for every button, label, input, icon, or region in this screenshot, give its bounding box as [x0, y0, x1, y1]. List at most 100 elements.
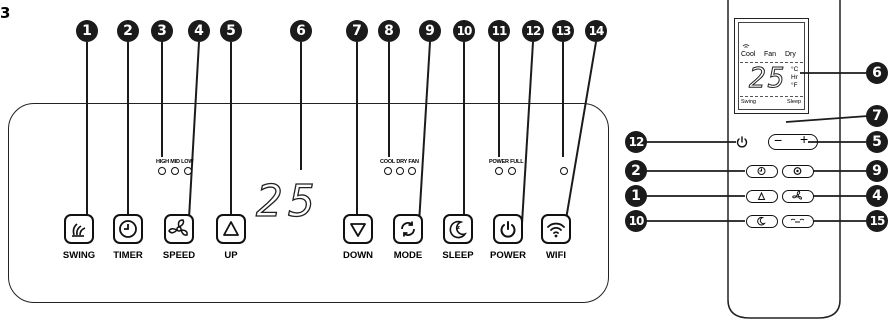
wifi-icon [547, 222, 565, 238]
lcd-divider-bottom [740, 96, 803, 97]
remote-wifi-pair-button[interactable] [782, 215, 814, 228]
callout-5: 5 [220, 20, 242, 42]
fan-icon [168, 219, 188, 236]
callout-3: 3 [151, 20, 173, 42]
wifi-led [560, 167, 568, 175]
callout-14: 14 [585, 20, 607, 42]
wifi-label: WIFI [545, 250, 567, 261]
wifi-button[interactable] [541, 214, 571, 244]
remote-temp-rocker[interactable] [768, 134, 818, 150]
mode-led-label: COOL DRY FAN [380, 159, 419, 165]
callout-2: 2 [117, 20, 139, 42]
remote-callout-9: 9 [866, 160, 888, 182]
speed-button[interactable] [164, 214, 194, 244]
remote-callout-4: 4 [866, 185, 888, 207]
callout-8: 8 [378, 20, 400, 42]
remote-callout-6: 6 [866, 62, 888, 84]
power-icon [736, 136, 748, 148]
remote-callout-7: 7 [866, 105, 888, 127]
lcd-unit-f: °F [791, 82, 798, 89]
callout-4: 4 [188, 20, 210, 42]
lcd-sleep: Sleep [787, 99, 802, 105]
power-label: POWER [490, 250, 526, 261]
lcd-unit-hr: Hr [791, 74, 798, 81]
remote-plus-button[interactable]: + [800, 131, 809, 147]
swing-icon [757, 191, 766, 200]
swing-button[interactable] [64, 214, 94, 244]
speed-led-label: HIGH MID LOW [156, 159, 194, 165]
remote-callout-12: 12 [625, 131, 647, 153]
sleep-label: SLEEP [442, 250, 474, 261]
swing-icon [72, 223, 86, 237]
remote-lcd-inner [738, 22, 805, 110]
remote-callout-10: 10 [625, 210, 647, 232]
callout-1: 1 [76, 20, 98, 42]
lcd-wifi-icon [742, 44, 750, 48]
timer-label: TIMER [113, 250, 143, 261]
callout-7: 7 [346, 20, 368, 42]
remote-sleep-button[interactable] [746, 215, 778, 228]
down-label: DOWN [342, 250, 374, 261]
callout-13: 13 [552, 20, 574, 42]
timer-button[interactable] [113, 214, 143, 244]
swing-label: SWING [62, 250, 96, 261]
panel-seven-segment-display: 25 [255, 176, 321, 227]
lcd-unit-c: °C [791, 66, 799, 73]
power-led-power [495, 167, 503, 175]
mode-cycle-icon [793, 167, 802, 175]
triangle-up-icon [223, 221, 239, 236]
remote-callout-2: 2 [625, 160, 647, 182]
callout-9: 9 [419, 20, 441, 42]
power-led-full [508, 167, 516, 175]
moon-icon: z [449, 220, 467, 239]
lcd-swing: Swing [741, 99, 756, 105]
remote-minus-button[interactable]: − [774, 132, 783, 148]
svg-text:z: z [457, 225, 460, 231]
triangle-down-icon [350, 223, 366, 237]
panel-pointer-lines [86, 41, 597, 244]
remote-mode-button[interactable] [782, 165, 814, 178]
up-label: UP [224, 250, 238, 261]
wifi-pair-icon [790, 218, 805, 223]
lcd-divider-top [740, 62, 803, 63]
remote-callout-5: 5 [866, 131, 888, 153]
lcd-value: 25 [749, 61, 787, 94]
mode-led-cool [384, 167, 392, 175]
power-button[interactable] [493, 214, 523, 244]
power-led-label: POWER FULL [489, 159, 524, 165]
mode-led-fan [408, 167, 416, 175]
callout-12: 12 [522, 20, 544, 42]
speed-label: SPEED [162, 250, 196, 261]
mode-label: MODE [393, 250, 423, 261]
speed-led-high [158, 167, 166, 175]
mode-led-dry [396, 167, 404, 175]
speed-led-low [184, 167, 192, 175]
sleep-button[interactable]: z [443, 214, 473, 244]
timer-icon [119, 220, 137, 238]
remote-outline [727, 0, 841, 319]
remote-callout-1: 1 [625, 185, 647, 207]
remote-power-button[interactable] [734, 134, 750, 150]
speed-led-mid [171, 167, 179, 175]
moon-icon [757, 216, 766, 226]
figure-label: 3 [0, 4, 11, 22]
power-icon [500, 221, 516, 238]
down-button[interactable] [343, 214, 373, 244]
callout-6: 6 [290, 20, 312, 42]
callout-11: 11 [488, 20, 510, 42]
lcd-mode-fan: Fan [764, 51, 777, 58]
up-button[interactable] [216, 214, 246, 244]
lcd-mode-dry: Dry [785, 51, 796, 58]
remote-lcd: Cool Fan Dry 25 °C Hr °F Swing Sleep [734, 18, 809, 114]
remote-speed-button[interactable] [782, 190, 814, 203]
fan-icon [791, 191, 803, 200]
remote-callout-15: 15 [866, 210, 888, 232]
timer-icon [757, 167, 766, 175]
mode-cycle-icon [401, 221, 415, 237]
remote-swing-button[interactable] [746, 190, 778, 203]
remote-timer-button[interactable] [746, 165, 778, 178]
mode-button[interactable] [393, 214, 423, 244]
control-panel-outline [8, 103, 609, 303]
